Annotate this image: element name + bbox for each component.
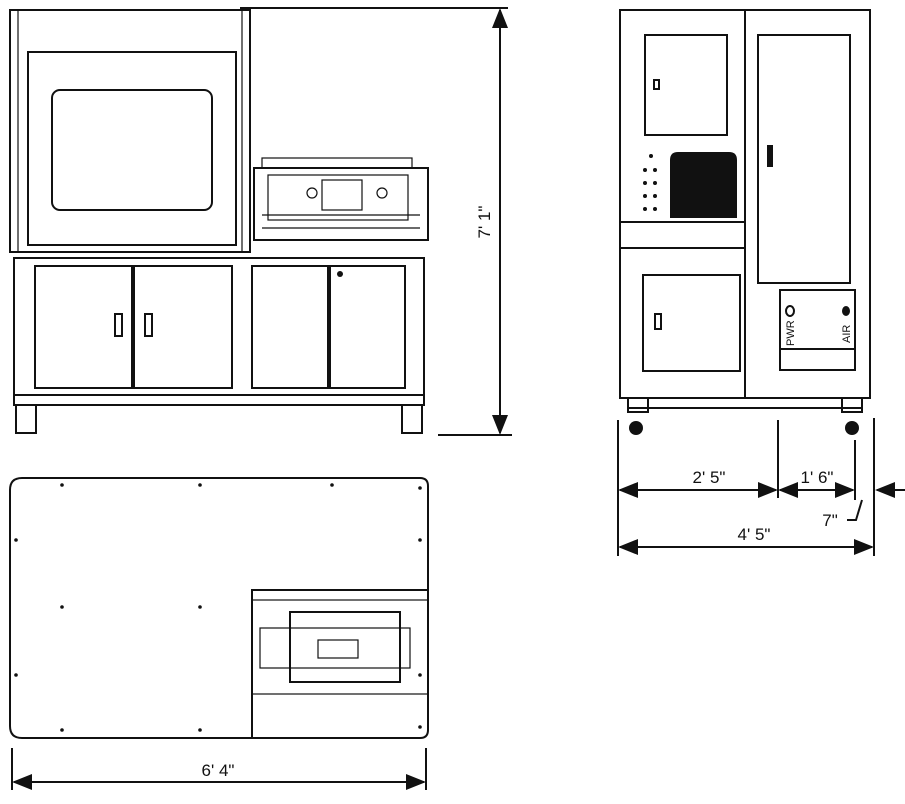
top-view: 6' 4" xyxy=(9,477,429,790)
table-top xyxy=(9,477,429,739)
base-rail xyxy=(13,394,425,406)
machine-module xyxy=(253,157,429,241)
cabinet-door-3 xyxy=(251,265,329,389)
height-label: 7' 1" xyxy=(475,206,494,239)
depth-right-label: 1' 6" xyxy=(801,468,834,487)
power-indicator xyxy=(785,305,795,317)
caster-right xyxy=(841,397,863,413)
cabinet-door-2 xyxy=(133,265,233,389)
power-label: PWR xyxy=(785,320,797,346)
caster-left xyxy=(627,397,649,413)
door-handle xyxy=(114,313,123,337)
front-view: 7' 1" xyxy=(9,7,512,436)
offset-label: 7" xyxy=(822,511,838,530)
upper-panel xyxy=(644,34,728,136)
lower-panel xyxy=(642,274,741,372)
vent-grille xyxy=(670,152,737,218)
enclosure-door xyxy=(27,51,237,246)
shelf xyxy=(619,221,746,249)
base-cabinet xyxy=(13,257,425,396)
viewing-window xyxy=(51,89,213,211)
side-view: PWR AIR 2' 5" 1' 6" 7" 4' 5" xyxy=(617,9,905,556)
caster-left xyxy=(15,404,37,434)
depth-left-label: 2' 5" xyxy=(693,468,726,487)
control-buttons xyxy=(643,154,657,211)
caster-right xyxy=(401,404,423,434)
door-handle xyxy=(144,313,153,337)
cabinet-door-1 xyxy=(34,265,133,389)
width-label: 6' 4" xyxy=(202,761,235,780)
air-indicator xyxy=(842,306,850,316)
cabinet-door-4 xyxy=(329,265,406,389)
control-box xyxy=(779,289,856,371)
air-label: AIR xyxy=(841,325,853,343)
enclosure-upper xyxy=(9,9,251,253)
tall-side-door xyxy=(757,34,851,284)
total-depth-label: 4' 5" xyxy=(738,525,771,544)
